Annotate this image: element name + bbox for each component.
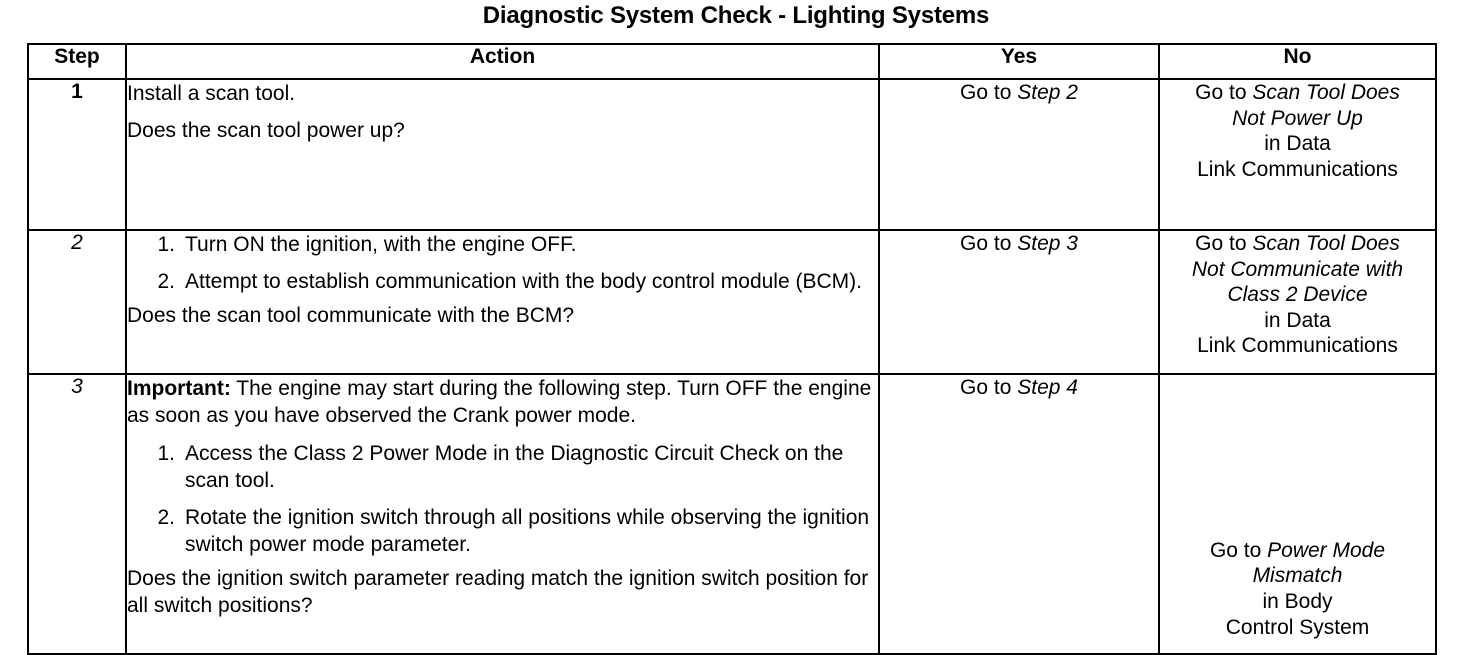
reference-title: Not Communicate with <box>1191 257 1404 281</box>
action-lead-text: Important: The engine may start during t… <box>127 377 872 428</box>
step-number-cell: 2 <box>27 229 127 375</box>
reference-title: Mismatch <box>1252 564 1343 588</box>
reference-location: Link Communications <box>1197 157 1398 181</box>
reference-title: Power Mode <box>1267 538 1386 562</box>
reference-location: in Data <box>1264 308 1331 332</box>
action-question: Does the ignition switch parameter readi… <box>127 566 869 618</box>
column-header-action: Action <box>125 43 880 80</box>
reference-title: Scan Tool Does <box>1252 232 1400 255</box>
action-step-item: Rotate the ignition switch through all p… <box>151 504 870 557</box>
reference-title: Scan Tool Does <box>1252 81 1400 104</box>
action-question: Does the scan tool power up? <box>127 119 405 143</box>
action-step-list: Access the Class 2 Power Mode in the Dia… <box>127 440 878 559</box>
goto-reference: Go to Step 3 <box>960 232 1078 255</box>
column-header-no: No <box>1158 43 1437 80</box>
column-header-yes: Yes <box>878 43 1160 80</box>
step-number: 2 <box>71 231 83 254</box>
action-step-item: Turn ON the ignition, with the engine OF… <box>151 231 577 259</box>
goto-reference: Not Power Up <box>1160 106 1435 132</box>
reference-location: Control System <box>1225 615 1370 639</box>
yes-result-cell: Go to Step 4 <box>878 373 1160 655</box>
table-row: 3 Important: The engine may start during … <box>27 373 1437 655</box>
reference-location: Link Communications <box>1197 334 1398 358</box>
goto-reference: Go to Step 4 <box>960 376 1078 399</box>
reference-title: Step 4 <box>1017 376 1078 399</box>
goto-reference: Class 2 Device <box>1160 282 1435 308</box>
table-row: 2 Turn ON the ignition, with the engine O… <box>27 229 1437 375</box>
action-lead-text: Install a scan tool. <box>127 82 296 105</box>
column-header-step: Step <box>27 43 127 80</box>
action-cell: Install a scan tool. Does the scan tool p… <box>125 78 880 231</box>
goto-reference: Go to Scan Tool Does <box>1195 81 1400 104</box>
action-cell: Important: The engine may start during t… <box>125 373 880 655</box>
reference-title: Not Power Up <box>1232 106 1363 130</box>
reference-location: in Body <box>1262 590 1333 613</box>
yes-result-cell: Go to Step 2 <box>878 78 1160 231</box>
action-step-list: Turn ON the ignition, with the engine OF… <box>127 231 878 296</box>
goto-reference: Not Communicate with <box>1160 257 1435 283</box>
table-body: 1 Install a scan tool. Does the scan tool … <box>27 78 1437 655</box>
table-header-row: Step Action Yes No <box>27 43 1437 80</box>
step-number: 3 <box>71 375 83 398</box>
action-cell: Turn ON the ignition, with the engine OF… <box>125 229 880 375</box>
page-title: Diagnostic System Check - Lighting Syste… <box>482 2 990 29</box>
goto-reference: Go to Step 2 <box>960 81 1078 104</box>
reference-location: in Data <box>1264 132 1331 156</box>
action-step-item: Attempt to establish communication with … <box>151 268 862 296</box>
table-row: 1 Install a scan tool. Does the scan tool … <box>27 78 1437 231</box>
action-step-item: Access the Class 2 Power Mode in the Dia… <box>151 440 844 492</box>
step-number: 1 <box>71 80 83 103</box>
step-number-cell: 3 <box>27 373 127 655</box>
goto-reference: Mismatch <box>1160 563 1435 589</box>
action-question: Does the scan tool communicate with the … <box>127 303 575 327</box>
reference-title: Step 2 <box>1017 81 1078 104</box>
reference-title: Step 3 <box>1017 232 1078 255</box>
reference-title: Class 2 Device <box>1227 283 1368 307</box>
goto-reference: Go to Power Mode <box>1209 538 1386 562</box>
important-label: Important: <box>127 377 231 400</box>
goto-reference: Go to Scan Tool Does <box>1195 232 1400 255</box>
step-number-cell: 1 <box>27 78 127 231</box>
yes-result-cell: Go to Step 3 <box>878 229 1160 375</box>
diagnostic-table: Step Action Yes No 1 Install a scan tool.… <box>27 43 1437 655</box>
